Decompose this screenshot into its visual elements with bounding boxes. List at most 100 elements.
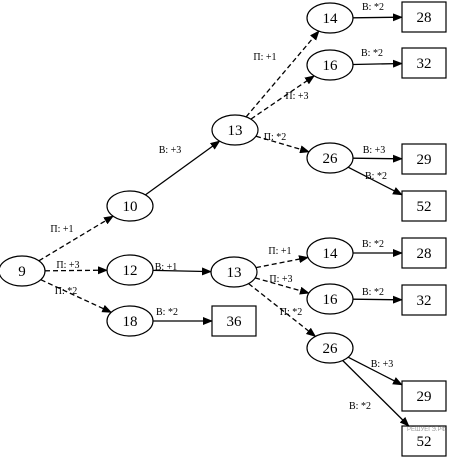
- edge-n9-n18: [40, 279, 113, 313]
- edge-label-n13a-n26a: П: *2: [264, 132, 287, 143]
- edge-n13b-n16b: [254, 277, 310, 295]
- edges-layer: П: +1 П: +3 П: *2 В: +3 В: +1 В: *2 П: +1 П: +3…: [38, 2, 410, 427]
- edge-label-n26a-n29a: В: +3: [363, 145, 386, 156]
- node-ellipse: [306, 49, 354, 81]
- node-box: [401, 425, 447, 457]
- node-label: 14: [323, 246, 339, 262]
- edge-label-n14a-n28a: В: *2: [362, 2, 384, 13]
- edge-label-n13b-n14b: П: +1: [268, 246, 291, 257]
- edge-label-n9-n18: П: *2: [55, 286, 78, 297]
- edge-n13a-n26a: [255, 135, 310, 154]
- edge-label-n16b-n32b: В: *2: [362, 287, 384, 298]
- node-box: [211, 305, 257, 337]
- node-label: 29: [417, 152, 432, 168]
- edge-label-n26b-n29b: В: +3: [371, 359, 394, 370]
- node-n52b: 52: [401, 425, 447, 457]
- edge-n26a-n29a: [352, 154, 403, 163]
- node-ellipse: [306, 2, 354, 34]
- edge-label-n13b-n26b: П: *2: [280, 307, 303, 318]
- edge-label-n9-n10: П: +1: [50, 224, 73, 235]
- node-label: 28: [417, 10, 432, 26]
- node-ellipse: [211, 114, 259, 146]
- node-n14a: 14: [306, 2, 354, 34]
- edge-n13b-n14b: [255, 255, 309, 269]
- node-label: 18: [123, 314, 138, 330]
- node-n26b: 26: [306, 332, 354, 364]
- node-label: 29: [417, 389, 432, 405]
- node-ellipse: [0, 255, 46, 287]
- edge-label-n16a-n32a: В: *2: [361, 48, 383, 59]
- edge-n9-n12: [44, 266, 108, 275]
- node-ellipse: [210, 256, 258, 288]
- node-label: 13: [227, 265, 242, 281]
- edge-n26a-n52a: [347, 166, 403, 196]
- node-n36: 36: [211, 305, 257, 337]
- edge-n26b-n52b: [342, 360, 410, 427]
- edge-label-n13b-n16b: П: +3: [269, 274, 292, 285]
- edge-label-n13a-n16a: П: +3: [285, 91, 308, 102]
- node-label: 52: [417, 434, 432, 450]
- edge-n14a-n28a: [352, 13, 403, 22]
- node-n32b: 32: [401, 284, 447, 316]
- edge-n10-n13a: [145, 140, 221, 196]
- edge-n16a-n32a: [352, 59, 403, 68]
- node-label: 12: [123, 263, 138, 279]
- node-n13b: 13: [210, 256, 258, 288]
- node-label: 14: [323, 11, 339, 27]
- node-box: [401, 47, 447, 79]
- node-n18: 18: [106, 305, 154, 337]
- node-box: [401, 237, 447, 269]
- node-n12: 12: [106, 254, 154, 286]
- node-n28a: 28: [401, 1, 447, 33]
- watermark-text: РЕШУЕГЭ.РФ: [407, 427, 446, 433]
- edge-label-n26b-n52b: В: *2: [349, 401, 371, 412]
- node-n52a: 52: [401, 190, 447, 222]
- node-ellipse: [106, 305, 154, 337]
- node-ellipse: [306, 142, 354, 174]
- edge-label-n13a-n14a: П: +1: [253, 52, 276, 63]
- edge-label-n18-n36: В: *2: [156, 307, 178, 318]
- node-n28b: 28: [401, 237, 447, 269]
- node-n32a: 32: [401, 47, 447, 79]
- node-ellipse: [106, 190, 154, 222]
- node-label: 32: [417, 293, 432, 309]
- node-n29a: 29: [401, 143, 447, 175]
- edge-n13b-n26b: [248, 283, 317, 338]
- edge-label-n12-n13b: В: +1: [155, 262, 178, 273]
- edge-label-n10-n13a: В: +3: [159, 145, 182, 156]
- node-box: [401, 190, 447, 222]
- node-n9: 9: [0, 255, 46, 287]
- node-n13a: 13: [211, 114, 259, 146]
- node-n16a: 16: [306, 49, 354, 81]
- node-n14b: 14: [306, 237, 354, 269]
- node-ellipse: [306, 283, 354, 315]
- node-label: 32: [417, 56, 432, 72]
- node-label: 13: [228, 123, 243, 139]
- node-box: [401, 1, 447, 33]
- node-box: [401, 380, 447, 412]
- node-label: 26: [323, 151, 339, 167]
- node-label: 16: [323, 58, 339, 74]
- edge-n13a-n14a: [245, 30, 320, 118]
- edge-n9-n10: [38, 215, 114, 262]
- node-n29b: 29: [401, 380, 447, 412]
- node-ellipse: [306, 332, 354, 364]
- edge-label-n9-n12: П: +3: [56, 260, 79, 271]
- node-label: 10: [123, 199, 138, 215]
- node-n26a: 26: [306, 142, 354, 174]
- edge-label-n14b-n28b: В: *2: [362, 239, 384, 250]
- node-label: 16: [323, 292, 339, 308]
- edge-n13a-n16a: [250, 75, 315, 120]
- node-label: 36: [227, 314, 243, 330]
- node-box: [401, 143, 447, 175]
- node-box: [401, 284, 447, 316]
- edge-n12-n13b: [152, 267, 212, 276]
- node-n10: 10: [106, 190, 154, 222]
- node-label: 28: [417, 246, 432, 262]
- node-label: 9: [18, 264, 26, 280]
- node-label: 26: [323, 341, 339, 357]
- node-ellipse: [106, 254, 154, 286]
- edge-n16b-n32b: [352, 295, 403, 304]
